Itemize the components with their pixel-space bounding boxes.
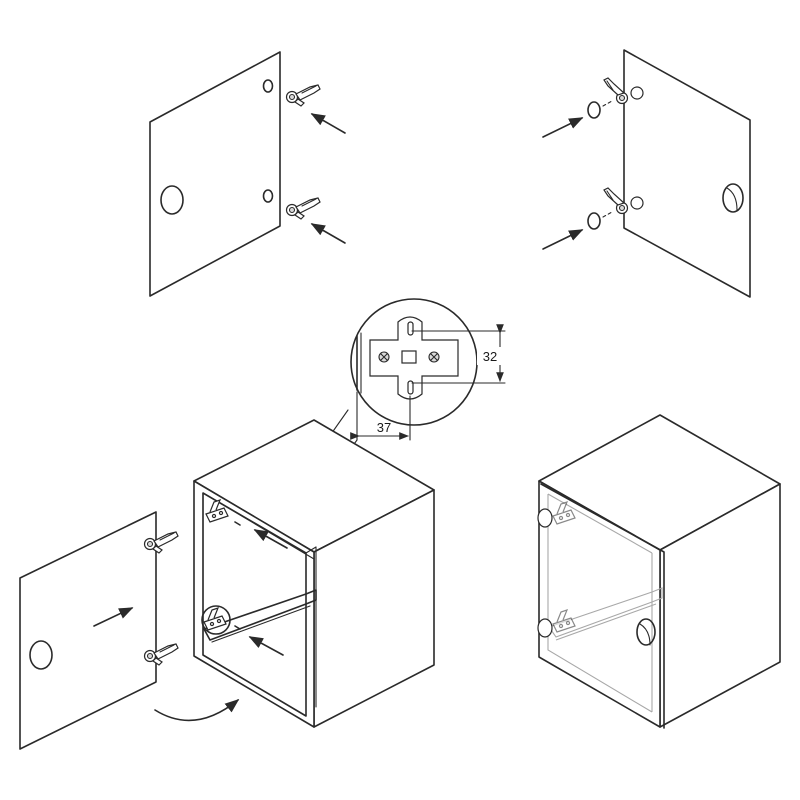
glass-door-panel — [149, 51, 281, 297]
cap-icon — [630, 86, 644, 100]
cap-icon — [537, 618, 553, 638]
glass-door-panel — [19, 511, 157, 750]
rotate-arrow-icon — [154, 698, 240, 722]
arrow-icon — [93, 607, 134, 627]
cabinet-shelf — [203, 589, 317, 641]
detail-marker — [201, 605, 231, 635]
cover-disc-icon — [587, 101, 601, 119]
knob-icon — [636, 618, 656, 646]
hinge-icon — [285, 197, 321, 220]
hinge-icon — [285, 84, 321, 107]
cap-icon — [537, 508, 553, 528]
dimension-32-label: 32 — [483, 349, 497, 364]
cabinet-front-opening — [193, 480, 315, 728]
knob-hole-icon — [29, 640, 53, 670]
hinge-hole-icon — [262, 79, 274, 93]
step-mount-door — [19, 419, 435, 750]
arrow-icon — [542, 229, 584, 250]
glass-door-panel — [623, 49, 751, 298]
cap-icon — [630, 196, 644, 210]
dimension-37-label: 37 — [377, 420, 391, 435]
arrow-icon — [253, 529, 288, 549]
arrow-icon — [542, 117, 584, 138]
arrow-icon — [248, 636, 284, 656]
step-attach-hinges-front — [149, 51, 346, 297]
step-attach-hinges-rear — [542, 49, 751, 298]
knob-hole-icon — [160, 185, 184, 215]
step-finished-cabinet — [537, 414, 781, 729]
cover-disc-icon — [587, 212, 601, 230]
knob-hole-icon — [722, 183, 744, 213]
hinge-hole-icon — [262, 189, 274, 203]
arrow-icon — [310, 113, 346, 134]
hinge-plate-detail: 32 37 — [209, 298, 506, 613]
arrow-icon — [310, 223, 346, 244]
